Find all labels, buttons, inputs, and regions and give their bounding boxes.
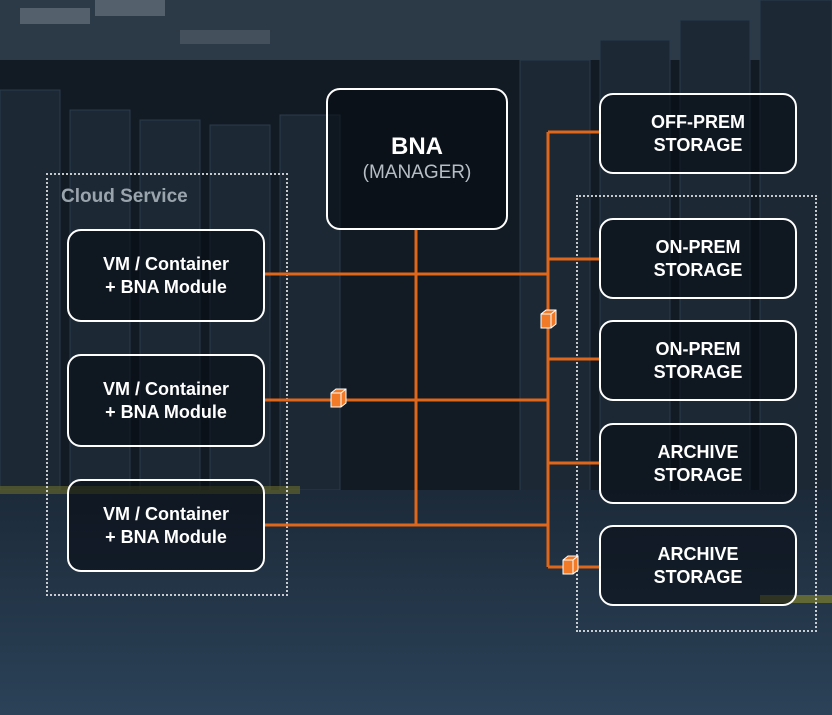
cloud-service-region bbox=[46, 173, 288, 596]
data-packet-icon bbox=[540, 309, 557, 329]
cloud-service-label: Cloud Service bbox=[61, 186, 188, 207]
vm-module-line2: + BNA Module bbox=[105, 526, 227, 547]
connector-group bbox=[264, 130, 600, 569]
bna-manager-subtitle: (MANAGER) bbox=[362, 162, 472, 183]
storage-node-line1: ON-PREM bbox=[655, 338, 741, 359]
vm-module-line1: VM / Container bbox=[102, 378, 229, 399]
storage-node-line2: STORAGE bbox=[653, 566, 743, 587]
vm-module-box: VM / Container + BNA Module bbox=[67, 354, 265, 447]
bna-manager-title: BNA bbox=[391, 133, 443, 160]
vm-module-line2: + BNA Module bbox=[105, 276, 227, 297]
storage-node-box: ON-PREM STORAGE bbox=[599, 320, 797, 401]
vm-module-line1: VM / Container bbox=[102, 503, 229, 524]
storage-node-box: ON-PREM STORAGE bbox=[599, 218, 797, 299]
vm-module-line2: + BNA Module bbox=[105, 401, 227, 422]
data-packet-icon bbox=[330, 388, 347, 408]
storage-node-line1: ON-PREM bbox=[655, 236, 741, 257]
storage-node-line2: STORAGE bbox=[653, 134, 743, 155]
storage-node-line1: OFF-PREM bbox=[651, 111, 745, 132]
storage-node-box: OFF-PREM STORAGE bbox=[599, 93, 797, 174]
bna-manager-box: BNA (MANAGER) bbox=[326, 88, 508, 230]
data-packet-icon bbox=[562, 555, 579, 575]
storage-node-line1: ARCHIVE bbox=[657, 543, 739, 564]
on-prem-region bbox=[576, 195, 817, 632]
vm-module-line1: VM / Container bbox=[102, 253, 229, 274]
storage-node-line2: STORAGE bbox=[653, 361, 743, 382]
storage-node-line1: ARCHIVE bbox=[657, 441, 739, 462]
storage-node-line2: STORAGE bbox=[653, 259, 743, 280]
vm-module-box: VM / Container + BNA Module bbox=[67, 229, 265, 322]
storage-node-box: ARCHIVE STORAGE bbox=[599, 525, 797, 606]
storage-node-box: ARCHIVE STORAGE bbox=[599, 423, 797, 504]
vm-module-box: VM / Container + BNA Module bbox=[67, 479, 265, 572]
storage-node-line2: STORAGE bbox=[653, 464, 743, 485]
